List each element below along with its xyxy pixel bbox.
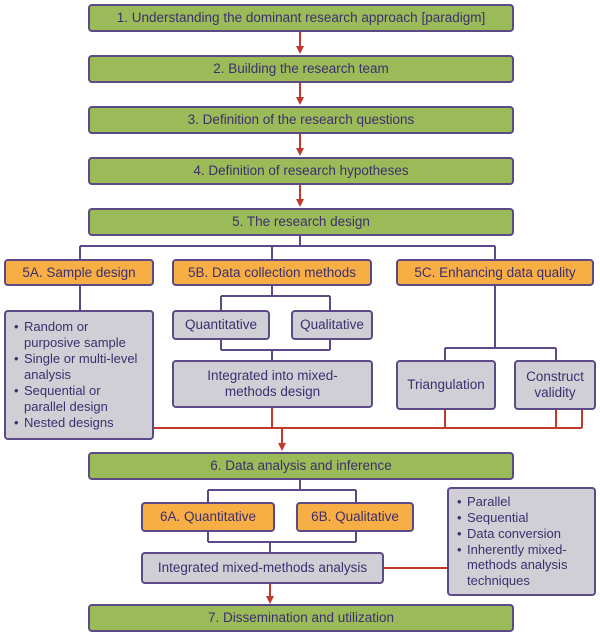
step-3-label: 3. Definition of the research questions	[187, 112, 415, 128]
step-1-label: 1. Understanding the dominant research a…	[116, 10, 486, 26]
sample-design-list: Random or purposive sample Single or mul…	[4, 310, 154, 440]
analysis-quantitative-label: 6A. Quantitative	[159, 509, 257, 525]
quantitative-box: Quantitative	[172, 310, 270, 340]
integrated-design-box: Integrated into mixed-methods design	[172, 360, 373, 408]
step-2-box: 2. Building the research team	[88, 55, 514, 83]
integrated-design-label: Integrated into mixed-methods design	[207, 368, 338, 399]
data-collection-label: 5B. Data collection methods	[187, 264, 357, 280]
analysis-item-4: Inherently mixed-methods analysis techni…	[457, 542, 588, 590]
step-2-label: 2. Building the research team	[213, 61, 389, 77]
quantitative-label: Quantitative	[184, 317, 258, 333]
step-7-label: 7. Dissemination and utilization	[207, 610, 395, 626]
integrated-analysis-label: Integrated mixed-methods analysis	[157, 560, 368, 576]
analysis-item-1: Parallel	[457, 494, 588, 510]
data-collection-box: 5B. Data collection methods	[172, 259, 372, 286]
step-7-box: 7. Dissemination and utilization	[88, 604, 514, 632]
analysis-techniques-list: Parallel Sequential Data conversion Inhe…	[447, 487, 596, 596]
analysis-item-2: Sequential	[457, 510, 588, 526]
step-5-label: 5. The research design	[232, 214, 370, 230]
qualitative-box: Qualitative	[291, 310, 373, 340]
step-6-label: 6. Data analysis and inference	[210, 458, 392, 474]
sample-design-box: 5A. Sample design	[4, 259, 154, 286]
sample-design-label: 5A. Sample design	[22, 264, 136, 280]
step-4-box: 4. Definition of research hypotheses	[88, 157, 514, 185]
step-3-box: 3. Definition of the research questions	[88, 106, 514, 134]
qualitative-label: Qualitative	[300, 317, 364, 333]
analysis-qualitative-box: 6B. Qualitative	[296, 502, 414, 532]
step-5-box: 5. The research design	[88, 208, 514, 236]
data-quality-box: 5C. Enhancing data quality	[396, 259, 594, 286]
analysis-qualitative-label: 6B. Qualitative	[311, 509, 399, 525]
construct-validity-label: Construct validity	[526, 369, 584, 400]
triangulation-label: Triangulation	[407, 377, 485, 393]
analysis-quantitative-box: 6A. Quantitative	[141, 502, 275, 532]
data-quality-label: 5C. Enhancing data quality	[414, 264, 576, 280]
sample-item-3: Sequential or parallel design	[14, 383, 146, 415]
triangulation-box: Triangulation	[396, 360, 496, 410]
integrated-analysis-box: Integrated mixed-methods analysis	[141, 552, 384, 584]
sample-item-4: Nested designs	[14, 415, 146, 431]
step-1-box: 1. Understanding the dominant research a…	[88, 4, 514, 32]
sample-item-1: Random or purposive sample	[14, 319, 146, 351]
sample-item-2: Single or multi-level analysis	[14, 351, 146, 383]
step-6-box: 6. Data analysis and inference	[88, 452, 514, 480]
analysis-item-3: Data conversion	[457, 526, 588, 542]
construct-validity-box: Construct validity	[514, 360, 596, 410]
step-4-label: 4. Definition of research hypotheses	[193, 163, 409, 179]
